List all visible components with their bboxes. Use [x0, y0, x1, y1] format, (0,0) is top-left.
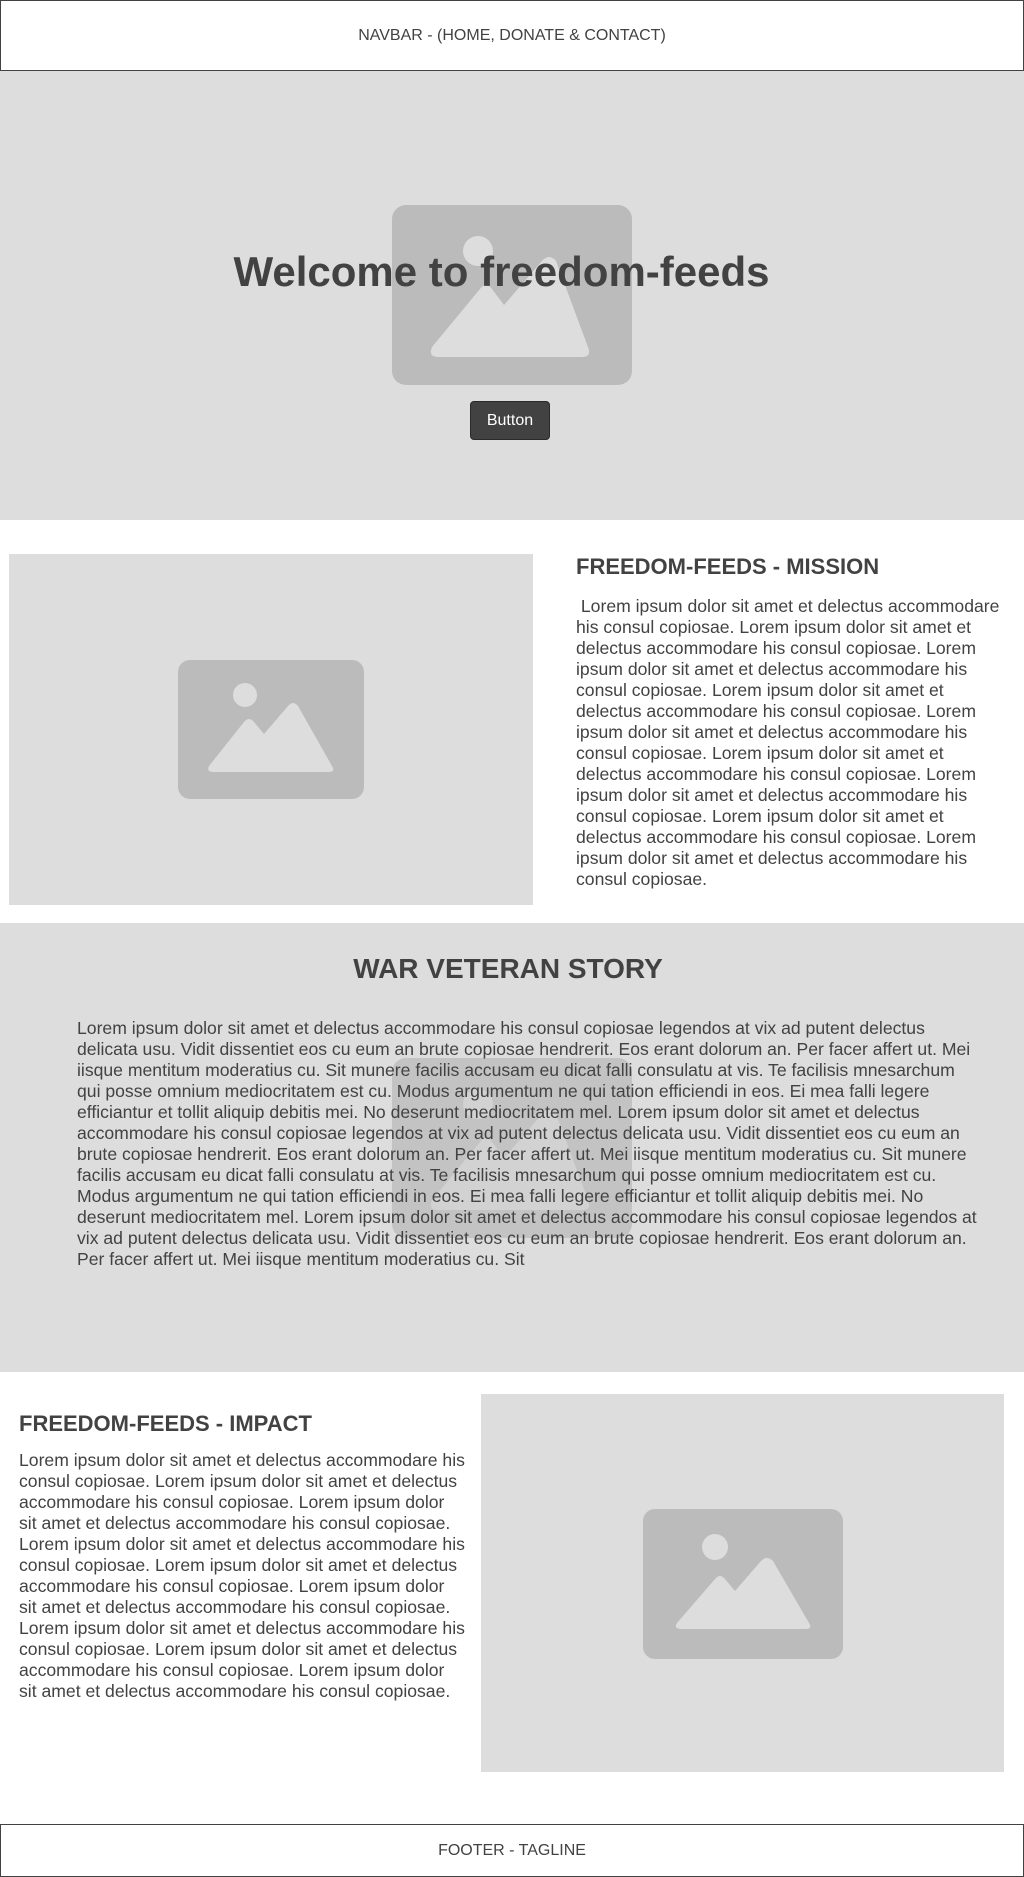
image-placeholder-icon [208, 683, 334, 772]
impact-title: FREEDOM-FEEDS - IMPACT [19, 1411, 312, 1436]
image-placeholder-icon [430, 236, 590, 357]
hero-image-placeholder [392, 205, 632, 385]
mission-image-placeholder [178, 660, 364, 799]
impact-image-placeholder [643, 1509, 843, 1659]
mission-title: FREEDOM-FEEDS - MISSION [576, 554, 880, 579]
navbar-label: NAVBAR - (HOME, DONATE & CONTACT) [358, 26, 666, 44]
navbar[interactable]: NAVBAR - (HOME, DONATE & CONTACT) [0, 0, 1024, 71]
story-title: WAR VETERAN STORY [353, 953, 663, 984]
footer-label: FOOTER - TAGLINE [438, 1841, 586, 1859]
story-text: Lorem ipsum dolor sit amet et delectus a… [77, 1018, 977, 1269]
hero-button[interactable]: Button [470, 401, 550, 440]
image-placeholder-icon [675, 1534, 811, 1629]
story-image-placeholder [392, 1058, 632, 1238]
impact-text: Lorem ipsum dolor sit amet et delectus a… [19, 1450, 465, 1701]
mission-text: Lorem ipsum dolor sit amet et delectus a… [576, 596, 1005, 889]
footer: FOOTER - TAGLINE [0, 1824, 1024, 1877]
hero-title: Welcome to freedom-feeds [233, 248, 770, 295]
image-placeholder-icon [430, 1089, 590, 1210]
